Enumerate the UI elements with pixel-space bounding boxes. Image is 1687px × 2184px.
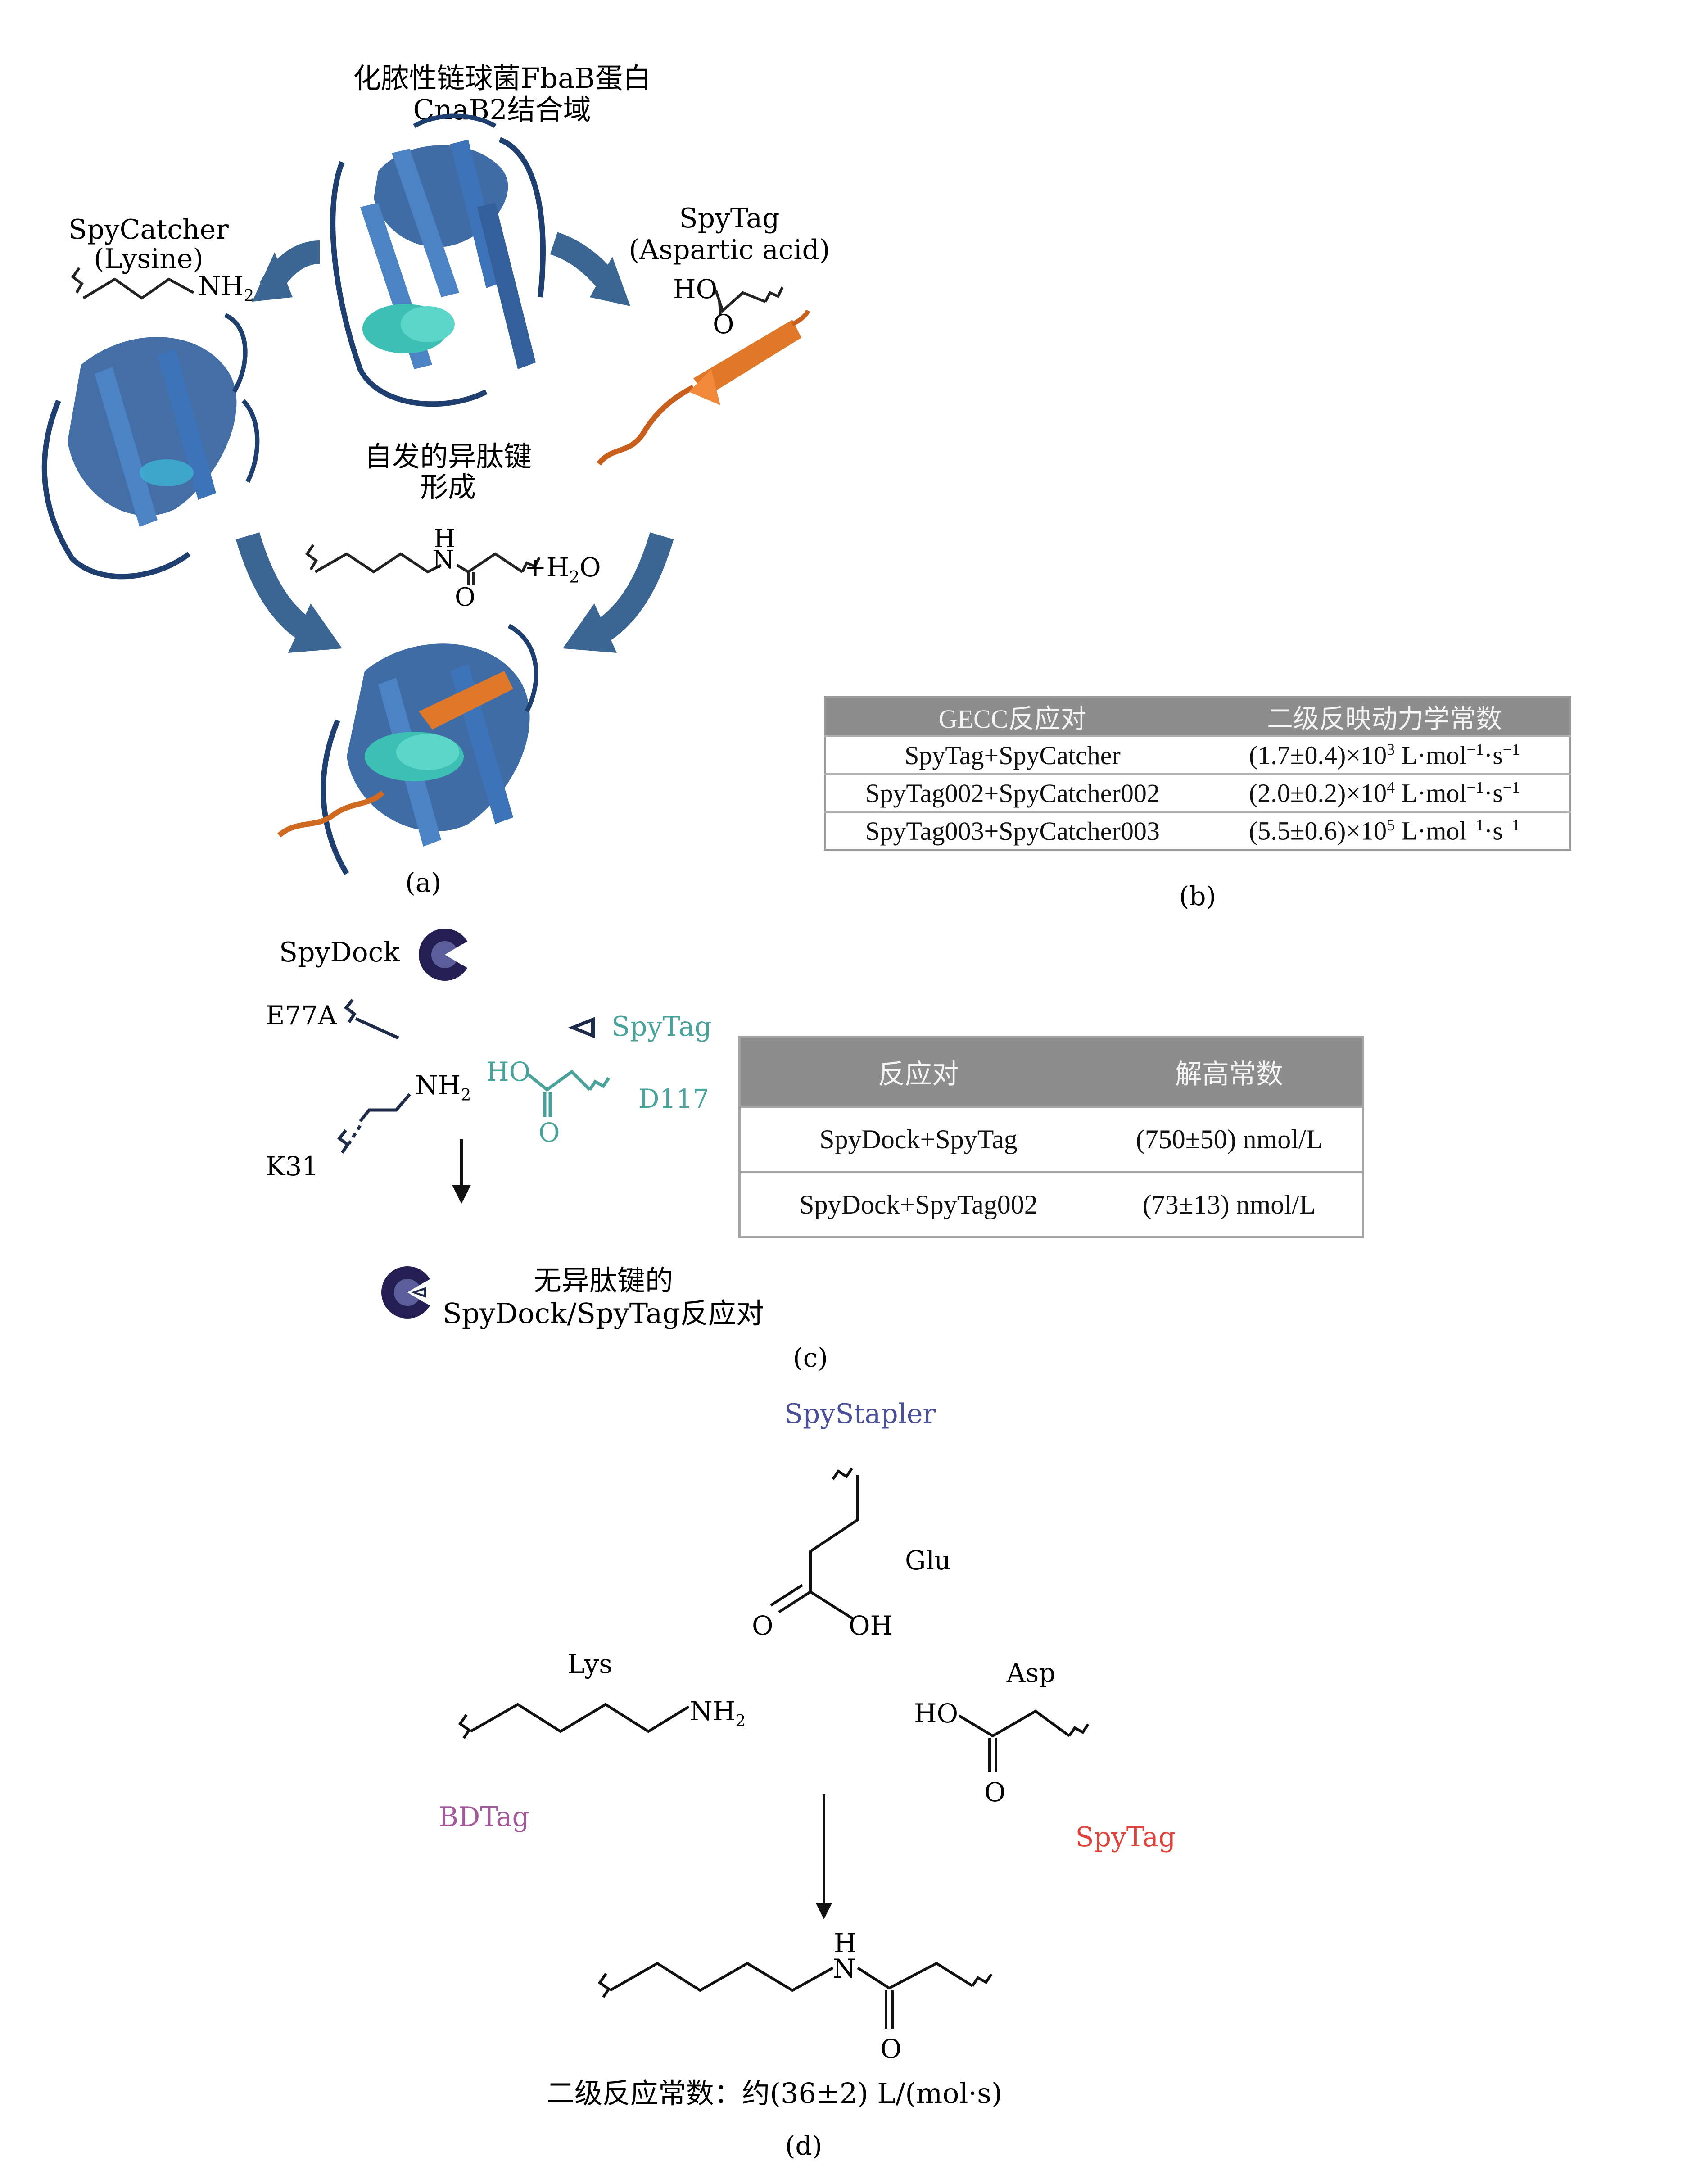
spytag-triangle-icon xyxy=(568,1017,595,1038)
spytag-c-label: SpyTag xyxy=(611,1011,712,1042)
arrow-left-bottom xyxy=(235,532,313,641)
panel-c: SpyDock E77A SpyTag NH2 K31 HO O D117 xyxy=(266,929,828,1373)
c-result-1: 无异肽键的 xyxy=(534,1264,673,1297)
table-row: SpyDock+SpyTag (750±50) nmol/L xyxy=(739,1106,1363,1172)
aspartate-chain xyxy=(715,286,784,313)
asp-ho: HO xyxy=(914,1698,958,1729)
arrow-right-bottom xyxy=(596,532,674,641)
reaction-label-2: 形成 xyxy=(420,471,476,503)
rate-constant-table: GECC反应对 二级反映动力学常数 SpyTag+SpyCatcher (1.7… xyxy=(824,696,1571,851)
c-o: O xyxy=(538,1117,560,1148)
glu-label: Glu xyxy=(905,1545,951,1576)
d117-chain xyxy=(526,1069,591,1092)
header-constant: 二级反映动力学常数 xyxy=(1199,697,1570,736)
glu-o: O xyxy=(752,1610,773,1641)
spytag-d-label: SpyTag xyxy=(1076,1822,1176,1853)
c-nh2: NH2 xyxy=(415,1070,471,1105)
panel-a-title-1: 化脓性链球菌FbaB蛋白 xyxy=(353,62,651,95)
spytag-ho: HO xyxy=(673,274,717,304)
spystapler-label: SpyStapler xyxy=(784,1398,936,1430)
panel-d: SpyStapler Glu O OH Lys NH2 BDTag Asp HO… xyxy=(439,1398,1176,2161)
table-row: SpyDock+SpyTag002 (73±13) nmol/L xyxy=(739,1171,1363,1237)
lys-label: Lys xyxy=(567,1649,612,1679)
bond-h: H xyxy=(434,524,456,553)
product-n: N xyxy=(833,1953,856,1984)
bond-o: O xyxy=(455,583,475,612)
spycatcher-nh2: NH2 xyxy=(198,271,254,305)
glu-chain xyxy=(778,1468,859,1620)
spytag-peptide-icon xyxy=(597,309,810,466)
asp-o: O xyxy=(984,1777,1006,1808)
table-row: SpyTag003+SpyCatcher003 (5.5±0.6)×105 L·… xyxy=(825,811,1570,850)
e77a-label: E77A xyxy=(266,1000,337,1031)
table-header-row: 反应对 解高常数 xyxy=(739,1037,1363,1107)
panel-d-label: (d) xyxy=(785,2130,822,2161)
spycatcher-label-1: SpyCatcher xyxy=(68,214,229,245)
lys-chain xyxy=(458,1703,690,1739)
header-constant: 解高常数 xyxy=(1096,1037,1363,1107)
panel-c-label: (c) xyxy=(793,1342,828,1373)
asp-label: Asp xyxy=(1006,1658,1056,1688)
product-o: O xyxy=(880,2034,902,2064)
product-chain xyxy=(597,1962,834,1998)
panel-b-label: (b) xyxy=(1179,881,1216,911)
table-header-row: GECC反应对 二级反映动力学常数 xyxy=(825,697,1570,736)
k31-label: K31 xyxy=(266,1151,318,1182)
panel-a-label: (a) xyxy=(405,867,441,898)
c-result-2: SpyDock/SpyTag反应对 xyxy=(443,1297,764,1330)
protein-ribbon-icon xyxy=(330,113,546,407)
table-row: SpyTag002+SpyCatcher002 (2.0±0.2)×104 L·… xyxy=(825,773,1570,812)
panel-a: 化脓性链球菌FbaB蛋白 CnaB2结合域 SpyCatcher (Lysine… xyxy=(41,62,830,898)
header-pair: 反应对 xyxy=(739,1037,1096,1107)
reaction-label-1: 自发的异肽键 xyxy=(364,440,532,473)
spydock-pacman-icon xyxy=(381,1266,439,1319)
spydock-label: SpyDock xyxy=(279,937,400,968)
rate-constant: 二级反应常数：约(36±2) L/(mol·s) xyxy=(547,2077,1002,2110)
dissociation-constant-table: 反应对 解高常数 SpyDock+SpyTag (750±50) nmol/L … xyxy=(738,1036,1364,1238)
d117-label: D117 xyxy=(638,1083,709,1114)
arrowhead-right-top xyxy=(590,257,630,306)
bond-n: N xyxy=(432,545,454,575)
arrowhead-left-top xyxy=(252,252,293,302)
arrowhead-left-bottom xyxy=(288,603,342,653)
lys-nh2: NH2 xyxy=(690,1696,746,1731)
bdtag-label: BDTag xyxy=(439,1801,529,1833)
k31-chain xyxy=(359,1093,411,1123)
c-ho: HO xyxy=(486,1056,530,1087)
asp-chain xyxy=(958,1709,1090,1738)
isopeptide-bond-structure xyxy=(305,544,541,585)
spydock-pacman-icon xyxy=(419,929,476,981)
water-product: +H2O xyxy=(525,552,601,587)
product-h: H xyxy=(834,1928,857,1958)
spytag-label-1: SpyTag xyxy=(679,203,780,234)
e77a-chain xyxy=(344,998,399,1040)
spycatcher-label-2: (Lysine) xyxy=(94,243,204,275)
header-pair: GECC反应对 xyxy=(825,697,1199,736)
protein-ribbon-icon xyxy=(41,313,260,580)
panel-a-title-2: CnaB2结合域 xyxy=(413,93,591,126)
glu-oh: OH xyxy=(849,1610,893,1641)
spytag-o: O xyxy=(713,309,734,340)
arrowhead-right-bottom xyxy=(563,603,617,653)
table-row: SpyTag+SpyCatcher (1.7±0.4)×103 L·mol−1·… xyxy=(825,735,1570,774)
protein-ribbon-icon xyxy=(277,624,538,875)
lysine-chain xyxy=(71,267,194,300)
spytag-label-2: (Aspartic acid) xyxy=(629,234,830,266)
